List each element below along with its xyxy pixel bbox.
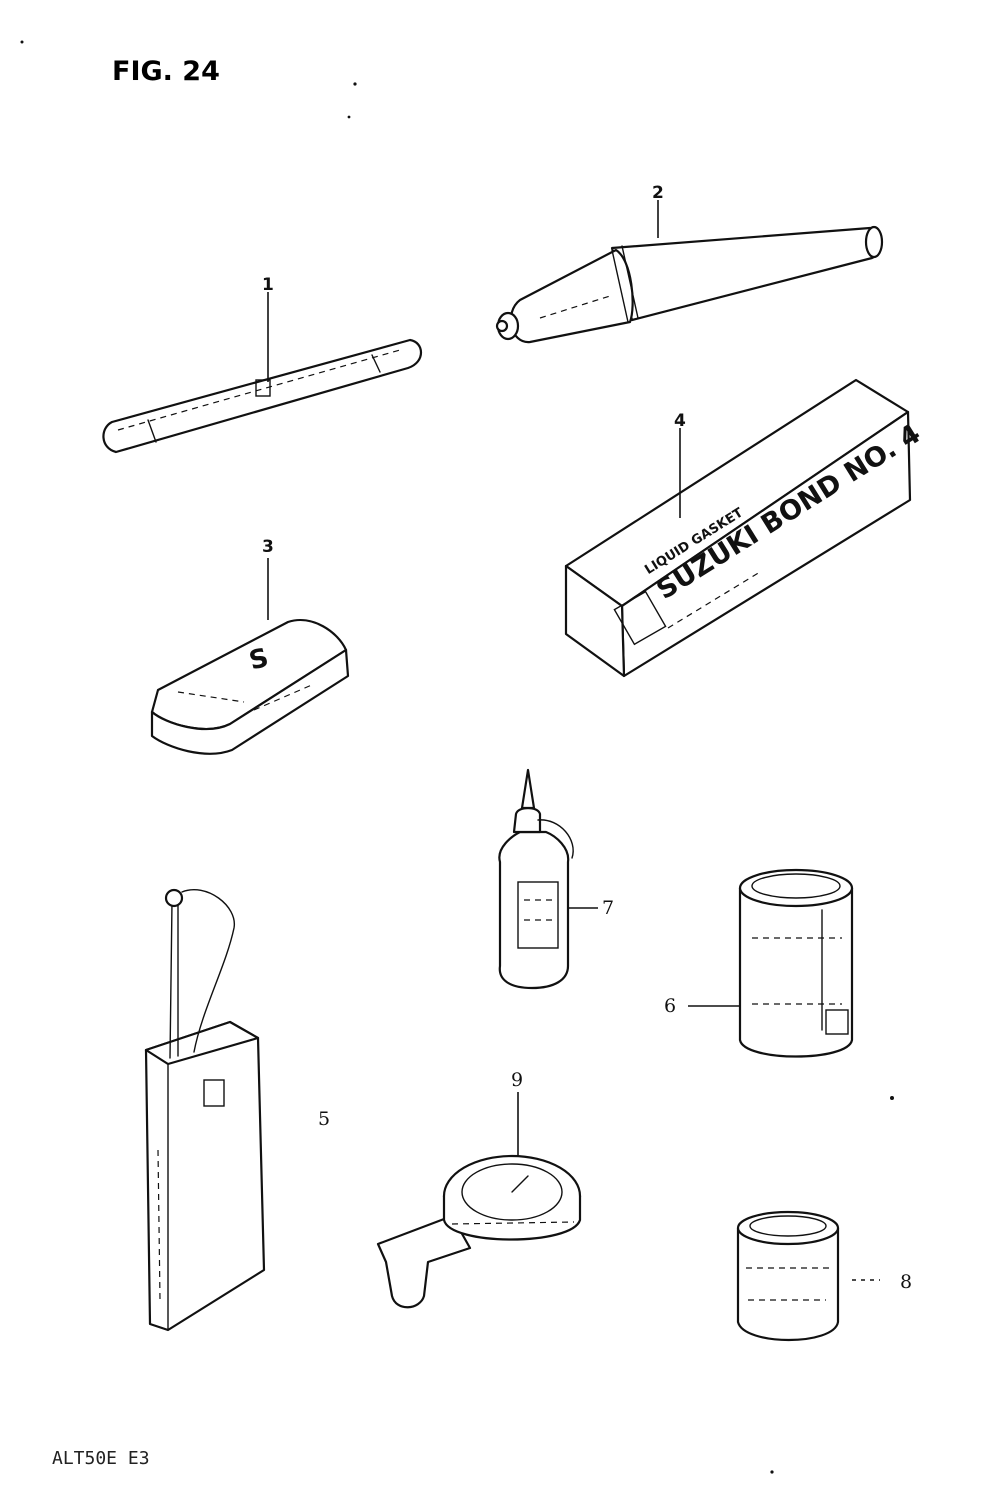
callout-7: 7 bbox=[602, 897, 614, 919]
callout-6: 6 bbox=[664, 995, 676, 1017]
callout-3: 3 bbox=[262, 537, 274, 557]
part-4-gasket-box: LIQUID GASKET SUZUKI BOND NO. 4 bbox=[564, 378, 926, 678]
callout-8: 8 bbox=[900, 1271, 912, 1293]
part-8-can-small bbox=[736, 1210, 840, 1342]
suzuki-logo-icon bbox=[255, 379, 271, 397]
suzuki-logo-icon bbox=[613, 590, 667, 646]
callout-1: 1 bbox=[262, 275, 274, 295]
speck bbox=[20, 40, 24, 44]
part-9-pressure-gauge bbox=[376, 1154, 582, 1309]
part-2-grease-tube bbox=[495, 225, 884, 344]
callout-2: 2 bbox=[652, 183, 664, 203]
speck bbox=[890, 1096, 894, 1100]
part-7-oil-bottle bbox=[498, 768, 574, 990]
speck bbox=[353, 82, 357, 86]
callout-5: 5 bbox=[318, 1108, 330, 1130]
part-5-oil-can bbox=[144, 888, 266, 1332]
part-6-can-large bbox=[738, 868, 854, 1058]
figure-title: FIG. 24 bbox=[112, 56, 220, 87]
speck bbox=[347, 115, 351, 119]
footer-code: ALT50E E3 bbox=[52, 1448, 150, 1469]
speck bbox=[770, 1470, 774, 1474]
part-1-tube bbox=[102, 338, 423, 454]
callout-4: 4 bbox=[674, 411, 686, 431]
callout-9: 9 bbox=[511, 1069, 523, 1091]
part-3-small-box: S bbox=[150, 619, 350, 755]
